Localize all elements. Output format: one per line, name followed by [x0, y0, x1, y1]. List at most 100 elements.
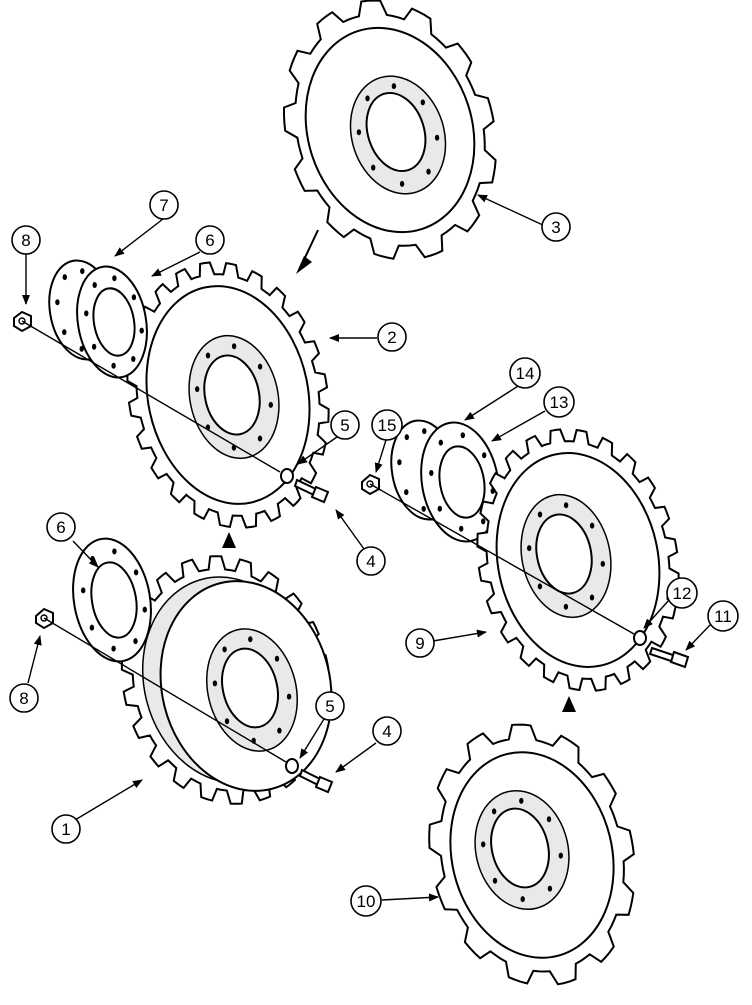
callout-1: 1 [51, 814, 81, 844]
callout-11: 11 [707, 600, 739, 632]
bolt-hole [257, 363, 263, 370]
bolt-hole [91, 343, 97, 350]
callout-label: 2 [387, 328, 396, 347]
bolt-hole [79, 345, 84, 352]
bolt-hole [404, 489, 409, 496]
callout-label: 8 [19, 689, 28, 708]
plate-6-upper [76, 265, 148, 379]
bolt-hole [111, 362, 116, 369]
callout-6-upper: 6 [195, 225, 225, 255]
bolt-hole [429, 470, 434, 476]
callout-label: 3 [551, 218, 560, 237]
bolt-hole [55, 299, 60, 306]
bolt-4-upper [280, 468, 330, 504]
bolt-hole [421, 505, 426, 512]
callout-10: 10 [350, 885, 382, 917]
callout-label: 7 [159, 196, 168, 215]
bolt-hole [600, 560, 605, 567]
bolt-hole [422, 428, 427, 435]
callout-8-upper: 8 [11, 225, 41, 255]
callout-8-lower: 8 [9, 683, 39, 713]
bolt-hole [481, 841, 486, 848]
bolt-hole [371, 164, 376, 171]
callout-5-upper: 5 [330, 410, 360, 440]
callout-label: 4 [366, 552, 375, 571]
bolt-hole [224, 718, 230, 725]
callout-label: 14 [516, 364, 535, 383]
bolt-hole [131, 294, 137, 301]
bolt-hole [558, 852, 563, 859]
bolt-hole [92, 282, 97, 288]
bolt-hole [547, 885, 553, 892]
bolt-hole [399, 180, 405, 187]
bolt-4-lower [285, 758, 334, 794]
bolt-hole [420, 99, 425, 106]
bolt-hole [62, 329, 67, 336]
sprocket-segment-3 [283, 0, 497, 260]
callout-14: 14 [509, 357, 541, 389]
bolt-hole [205, 352, 211, 359]
bolt-hole [397, 459, 402, 466]
callout-label: 5 [340, 416, 349, 435]
bolt-hole [89, 624, 95, 631]
bolt-hole [80, 268, 85, 275]
callout-leaders [22, 194, 712, 902]
bolt-hole [404, 434, 409, 441]
plate-6-lower [72, 537, 152, 663]
callout-label: 12 [673, 584, 692, 603]
bolt-hole [537, 583, 543, 590]
bolt-hole [212, 680, 218, 687]
callout-6-lower: 6 [46, 512, 76, 542]
bolt-hole [438, 439, 443, 446]
bolt-hole [482, 452, 487, 459]
bolt-hole [437, 505, 442, 512]
bolt-hole [274, 655, 280, 662]
callout-4-lower: 4 [372, 716, 402, 746]
bolt-hole [546, 816, 552, 823]
bolt-hole [139, 327, 144, 334]
callout-label: 8 [21, 231, 30, 250]
callout-label: 6 [205, 231, 214, 250]
bolt-hole [133, 569, 139, 576]
callout-7: 7 [149, 190, 179, 220]
callout-label: 4 [382, 722, 391, 741]
bolt-hole [391, 83, 397, 90]
bolt-hole [491, 808, 497, 815]
callout-13: 13 [543, 386, 575, 418]
bolt-hole [537, 511, 543, 518]
bolt-hole [231, 343, 237, 350]
bolt-hole [460, 432, 465, 439]
bolt-hole [589, 594, 595, 601]
bolt-hole [589, 522, 595, 529]
callout-label: 5 [325, 697, 334, 716]
callout-3: 3 [541, 212, 571, 242]
callout-label: 15 [378, 416, 397, 435]
sprocket-1 [120, 555, 333, 805]
callout-4-upper: 4 [356, 546, 386, 576]
bolt-hole [131, 356, 136, 362]
bolt-hole [222, 646, 227, 653]
bolt-hole [268, 401, 273, 408]
sprocket-9 [476, 428, 680, 692]
bolt-hole [277, 727, 282, 734]
bolt-hole [257, 435, 263, 442]
callout-label: 6 [56, 518, 65, 537]
bolt-hole [112, 548, 117, 555]
callout-label: 10 [357, 892, 376, 911]
callout-15: 15 [371, 409, 403, 441]
bolt-hole [459, 525, 464, 532]
bolt-hole [248, 636, 253, 643]
callout-5-lower: 5 [315, 691, 345, 721]
sprocket-2 [126, 261, 330, 529]
bolt-hole [81, 587, 86, 594]
bolt-hole [520, 896, 525, 903]
bolt-hole [426, 168, 431, 175]
bolt-hole [142, 606, 147, 613]
bolt-hole [195, 386, 200, 393]
callout-9: 9 [405, 628, 435, 658]
callout-label: 13 [550, 393, 569, 412]
bolt-hole [84, 310, 89, 317]
callout-label: 11 [714, 607, 732, 626]
